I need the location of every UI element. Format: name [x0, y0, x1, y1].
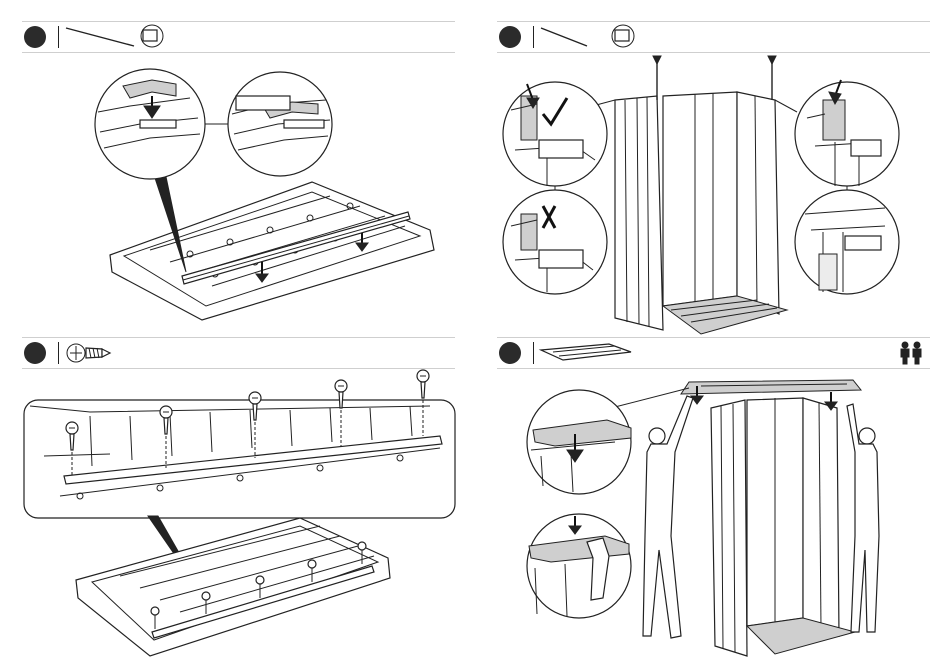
person-left: [643, 396, 693, 638]
shed-frame: [711, 398, 855, 656]
person-right: [847, 404, 879, 632]
detail-callout-right: [228, 72, 332, 176]
detail-callout-right-bottom: [795, 190, 899, 294]
step-3-illustration: [0, 336, 475, 672]
step-4-illustration: [475, 336, 950, 672]
step-1-panel: [0, 0, 475, 336]
detail-callout-hand: [527, 514, 631, 618]
detail-callout-correct: [503, 82, 607, 186]
step-1-illustration: [0, 0, 475, 336]
step-3-panel: [0, 336, 475, 672]
detail-callout-roof-edge: [527, 390, 631, 494]
detail-callout-right-top: [795, 80, 899, 186]
detail-callout-left: [95, 69, 205, 179]
step-2-panel: [475, 0, 950, 336]
roof-panel: [681, 380, 861, 394]
step-4-panel: [475, 336, 950, 672]
shed-frame: [615, 92, 787, 334]
detail-inset: [24, 370, 455, 518]
floor-panel: [76, 518, 390, 656]
detail-callout-incorrect: [503, 190, 607, 294]
step-2-illustration: [475, 0, 950, 336]
